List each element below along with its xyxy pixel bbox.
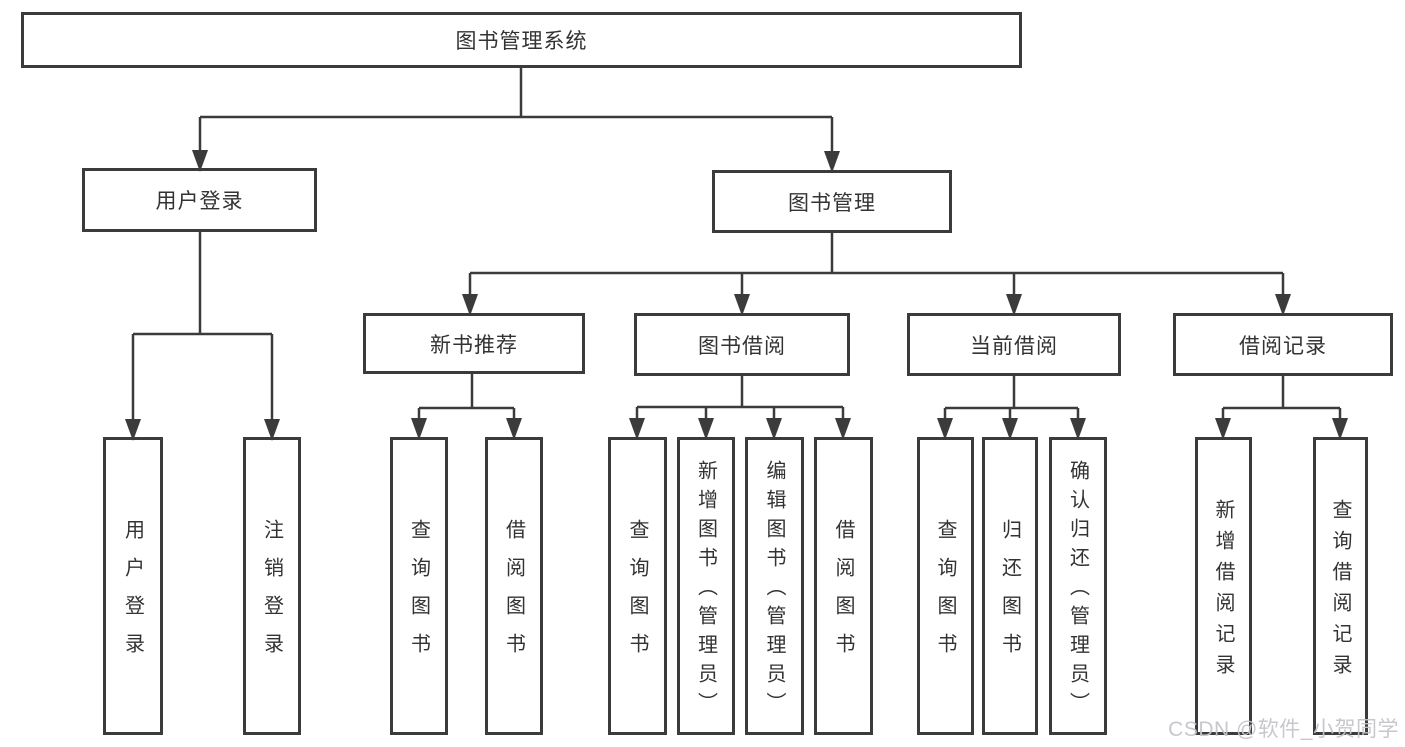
node-current-borrow-label: 当前借阅 [970,334,1058,358]
leaf-borrow-books-2-label: 借阅图书 [832,519,854,671]
leaf-query-books-2: 查询图书 [608,437,667,735]
leaf-add-borrow-record: 新增借阅记录 [1195,437,1252,735]
leaf-edit-books-admin-label: 编辑图书（管理员） [763,460,785,721]
leaf-confirm-return-admin: 确认归还（管理员） [1049,437,1107,735]
leaf-return-books: 归还图书 [982,437,1038,735]
leaf-query-borrow-record-label: 查询借阅记录 [1329,498,1351,685]
csdn-watermark: CSDN @软件_小贺同学 [1168,718,1399,741]
node-book-management-label: 图书管理 [788,191,876,215]
leaf-borrow-books-1: 借阅图书 [485,437,543,735]
leaf-borrow-books-1-label: 借阅图书 [502,519,525,671]
leaf-query-borrow-record: 查询借阅记录 [1313,437,1368,735]
leaf-user-login: 用户登录 [103,437,163,735]
leaf-query-books-3-label: 查询图书 [934,519,956,671]
leaf-logout: 注销登录 [243,437,301,735]
node-user-login: 用户登录 [82,168,317,232]
leaf-query-books-1: 查询图书 [390,437,448,735]
leaf-return-books-label: 归还图书 [998,519,1021,671]
node-book-borrow-label: 图书借阅 [698,334,786,358]
leaf-edit-books-admin: 编辑图书（管理员） [745,437,804,735]
node-book-management: 图书管理 [712,170,952,233]
node-new-book-recommend-label: 新书推荐 [430,333,518,357]
leaf-borrow-books-2: 借阅图书 [814,437,873,735]
leaf-add-books-admin-label: 新增图书（管理员） [694,460,717,721]
node-root-label: 图书管理系统 [455,30,588,53]
leaf-query-books-2-label: 查询图书 [626,519,648,671]
node-user-login-label: 用户登录 [155,190,244,213]
node-current-borrow: 当前借阅 [907,313,1121,376]
leaf-confirm-return-admin-label: 确认归还（管理员） [1066,460,1089,721]
node-borrow-records: 借阅记录 [1173,313,1393,376]
node-new-book-recommend: 新书推荐 [363,313,585,374]
leaf-query-books-1-label: 查询图书 [407,519,430,671]
leaf-logout-label: 注销登录 [260,519,283,671]
node-root: 图书管理系统 [21,12,1022,68]
leaf-query-books-3: 查询图书 [917,437,974,735]
leaf-add-borrow-record-label: 新增借阅记录 [1212,498,1234,685]
leaf-user-login-label: 用户登录 [121,519,144,671]
node-borrow-records-label: 借阅记录 [1239,334,1327,358]
node-book-borrow: 图书借阅 [634,313,850,376]
leaf-add-books-admin: 新增图书（管理员） [677,437,735,735]
